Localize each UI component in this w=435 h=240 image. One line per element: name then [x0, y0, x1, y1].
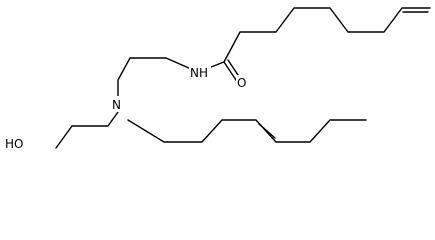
o-label: O: [237, 76, 246, 90]
octenoyl-chain: [223, 7, 431, 63]
atom-ho: HO: [4, 136, 29, 151]
atom-n: N: [111, 96, 125, 112]
ho-label: HO: [5, 137, 23, 151]
nh-label: NH: [190, 66, 208, 80]
atom-nh: NH: [189, 65, 211, 80]
internal-double-bond: [258, 123, 276, 139]
octenyl-chain: [127, 119, 367, 143]
structural-formula: NH O N HO: [4, 7, 431, 151]
n-label: N: [112, 98, 121, 112]
hydroxyethyl-chain: [55, 111, 119, 149]
atom-o: O: [236, 75, 250, 90]
